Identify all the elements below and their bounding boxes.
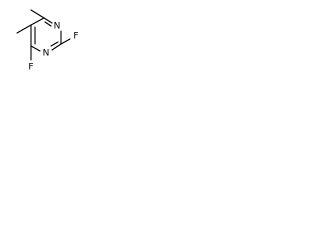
bond-c6-c5 <box>30 17 45 26</box>
bond-methyl-top <box>30 9 45 19</box>
bond-c2-n3-double <box>50 41 59 47</box>
bond-methyl-left <box>16 24 32 34</box>
atom-label-n-top: N <box>54 22 61 32</box>
bond-n3-c4 <box>30 45 41 52</box>
bond-c6-n1 <box>43 17 53 24</box>
bond-c2-f <box>60 38 71 45</box>
atom-label-f-bottom: F <box>28 63 33 73</box>
atom-label-n-bottom: N <box>43 49 50 59</box>
molecule-diagram: N N F F <box>16 9 79 73</box>
bond-c2-n3 <box>51 43 62 51</box>
bond-c6-n1-double <box>44 21 52 27</box>
atom-label-f-right: F <box>73 32 78 42</box>
